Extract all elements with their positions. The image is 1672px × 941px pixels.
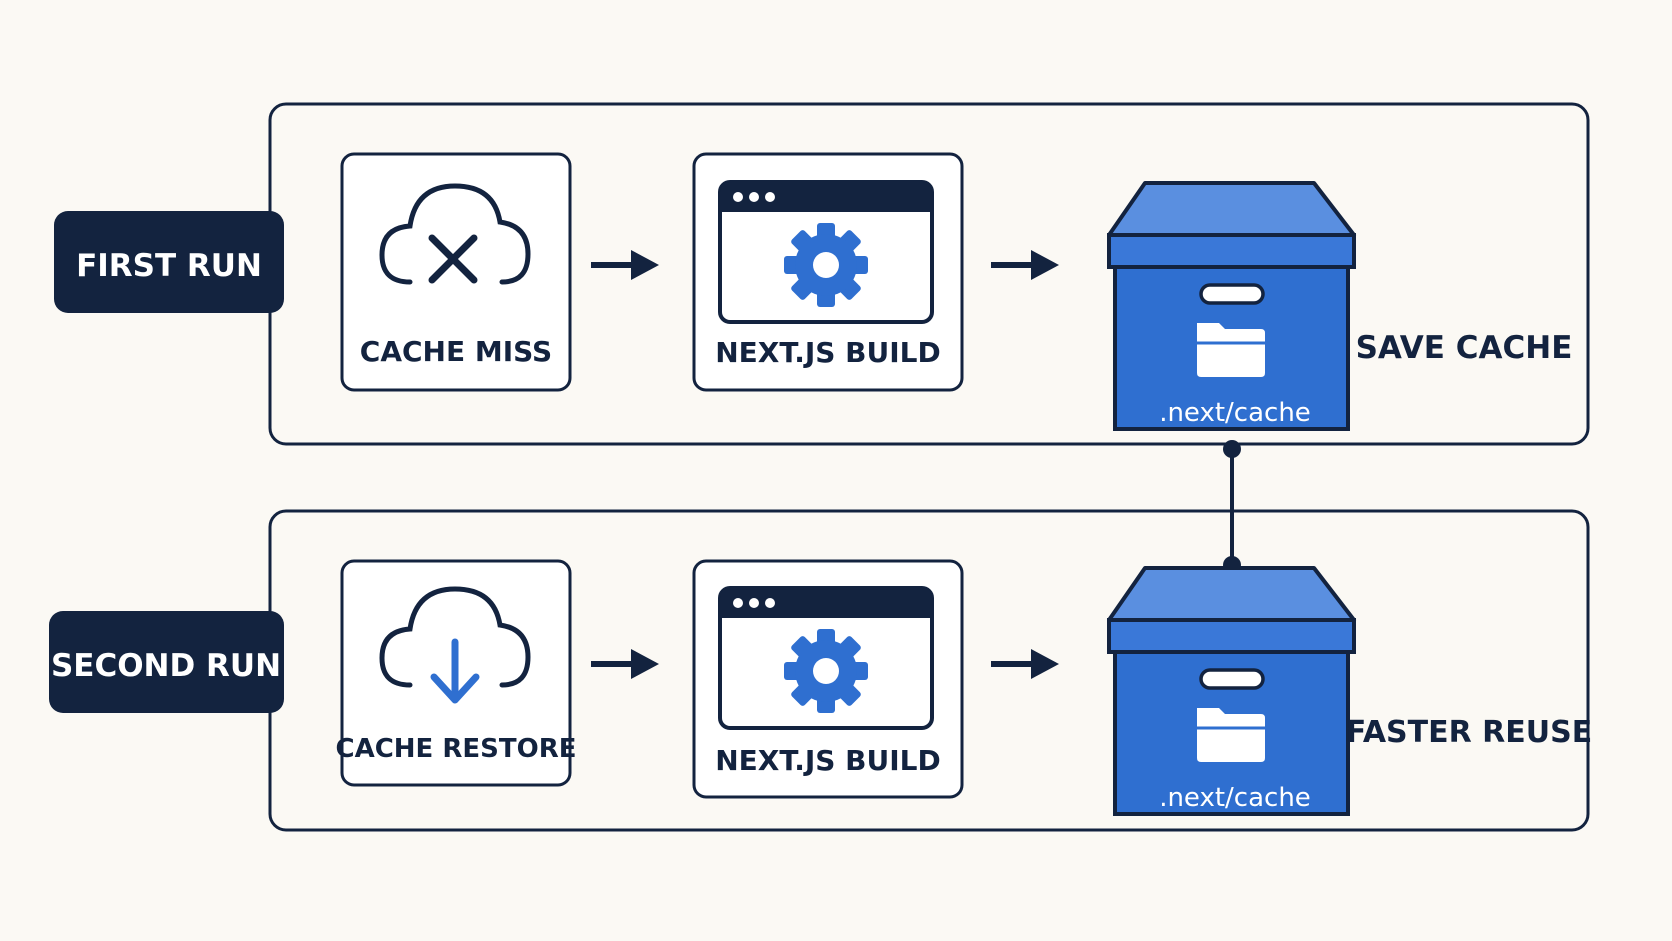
faster-reuse-label: FASTER REUSE — [1346, 715, 1592, 750]
storage-box-icon — [1107, 566, 1356, 816]
second-run-badge-label: SECOND RUN — [51, 648, 281, 684]
first-build-label: NEXT.JS BUILD — [715, 336, 941, 369]
arrow-icon — [991, 250, 1059, 280]
cache-miss-label: CACHE MISS — [360, 335, 552, 368]
cache-restore-label: CACHE RESTORE — [336, 734, 577, 764]
second-cache-path: .next/cache — [1159, 783, 1311, 813]
browser-gear-icon — [720, 182, 932, 322]
cache-miss-card: CACHE MISS — [340, 152, 572, 392]
cache-connector — [1223, 440, 1241, 574]
browser-gear-icon — [720, 588, 932, 728]
cloud-x-icon — [379, 183, 531, 285]
second-build-label: NEXT.JS BUILD — [715, 744, 941, 777]
second-cache-box: .next/cache — [1107, 566, 1356, 816]
first-build-card: NEXT.JS BUILD — [692, 152, 964, 392]
cache-restore-card: CACHE RESTORE — [336, 559, 577, 787]
arrow-icon — [591, 649, 659, 679]
arrow-icon — [591, 250, 659, 280]
first-cache-path: .next/cache — [1159, 398, 1311, 428]
first-run-badge-label: FIRST RUN — [76, 248, 262, 284]
second-build-card: NEXT.JS BUILD — [692, 559, 964, 799]
save-cache-label: SAVE CACHE — [1356, 330, 1573, 366]
first-run-badge: FIRST RUN — [54, 211, 284, 313]
storage-box-icon — [1107, 181, 1356, 431]
first-cache-box: .next/cache — [1107, 181, 1356, 431]
arrow-icon — [991, 649, 1059, 679]
cloud-download-icon — [379, 586, 531, 704]
second-run-badge: SECOND RUN — [49, 611, 284, 713]
